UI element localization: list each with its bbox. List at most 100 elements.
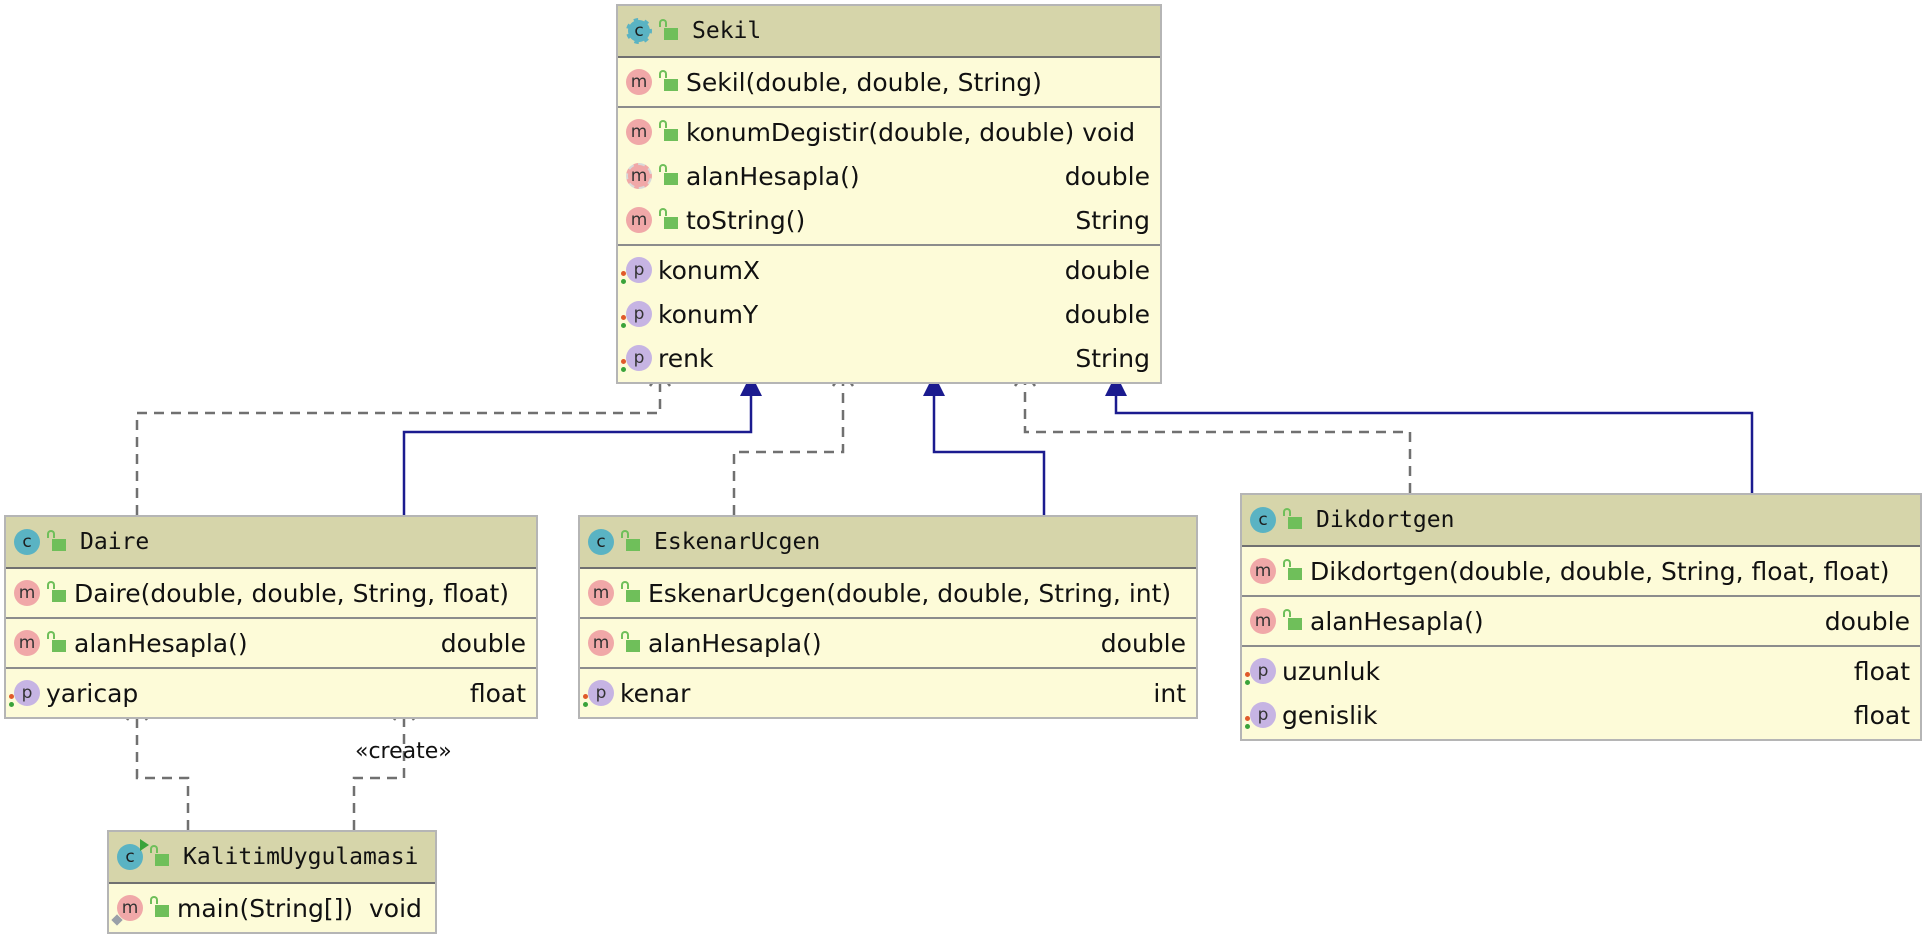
class-icon: c bbox=[14, 529, 40, 555]
member-row[interactable]: m alanHesapla() double bbox=[618, 154, 1160, 198]
member-name: alanHesapla() bbox=[74, 628, 248, 658]
member-row[interactable]: m alanHesapla() double bbox=[580, 621, 1196, 665]
class-header: c Dikdortgen bbox=[1242, 495, 1920, 547]
methods-section: m alanHesapla() double bbox=[1242, 595, 1920, 645]
class-sekil[interactable]: c Sekil m Sekil(double, double, String) … bbox=[616, 4, 1162, 384]
member-row[interactable]: p genislik float bbox=[1242, 693, 1920, 737]
member-name: konumY bbox=[658, 299, 759, 329]
method-icon: m bbox=[588, 580, 614, 606]
class-name: EskenarUcgen bbox=[654, 529, 821, 555]
member-name: alanHesapla() bbox=[686, 161, 860, 191]
member-row[interactable]: m konumDegistir(double, double) void bbox=[618, 110, 1160, 154]
member-row[interactable]: p renk String bbox=[618, 336, 1160, 380]
public-lock-icon bbox=[659, 164, 678, 185]
abstract-method-icon: m bbox=[626, 163, 652, 189]
member-name: main(String[]) bbox=[177, 893, 354, 923]
constructor-section: m Daire(double, double, String, float) bbox=[6, 569, 536, 617]
abstract-class-icon: c bbox=[626, 18, 652, 44]
class-icon: c bbox=[588, 529, 614, 555]
class-header: c Daire bbox=[6, 517, 536, 569]
member-row[interactable]: m Dikdortgen(double, double, String, flo… bbox=[1242, 549, 1920, 593]
member-row[interactable]: m toString() String bbox=[618, 198, 1160, 242]
member-type: String bbox=[1075, 343, 1150, 373]
property-icon: p bbox=[583, 680, 614, 707]
member-row[interactable]: m EskenarUcgen(double, double, String, i… bbox=[580, 571, 1196, 615]
inheritance-eskenarucgen-sekil bbox=[932, 396, 1046, 515]
member-type: void bbox=[369, 893, 422, 923]
class-daire[interactable]: c Daire m Daire(double, double, String, … bbox=[4, 515, 538, 719]
public-lock-icon bbox=[621, 530, 640, 551]
method-icon: m bbox=[14, 580, 40, 606]
method-icon: m bbox=[1250, 558, 1276, 584]
dependency-daire-sekil bbox=[135, 372, 662, 515]
member-row[interactable]: p yaricap float bbox=[6, 671, 536, 715]
member-name: renk bbox=[658, 343, 714, 373]
create-kalitim-daire bbox=[352, 706, 406, 830]
inheritance-dikdortgen-sekil bbox=[1114, 396, 1754, 493]
member-row[interactable]: m Daire(double, double, String, float) bbox=[6, 571, 536, 615]
public-lock-icon bbox=[621, 631, 640, 652]
member-name: Dikdortgen(double, double, String, float… bbox=[1310, 556, 1890, 586]
member-type: double bbox=[1064, 255, 1150, 285]
public-lock-icon bbox=[150, 845, 169, 866]
member-name: Daire(double, double, String, float) bbox=[74, 578, 509, 608]
member-row[interactable]: p konumX double bbox=[618, 248, 1160, 292]
methods-section: m konumDegistir(double, double) void m a… bbox=[618, 106, 1160, 244]
class-name: KalitimUygulamasi bbox=[183, 844, 419, 870]
member-type: float bbox=[469, 678, 526, 708]
constructor-section: m Dikdortgen(double, double, String, flo… bbox=[1242, 547, 1920, 595]
class-header: c KalitimUygulamasi bbox=[109, 832, 435, 884]
member-type: double bbox=[1064, 161, 1150, 191]
class-header: c EskenarUcgen bbox=[580, 517, 1196, 569]
property-icon: p bbox=[1245, 702, 1276, 729]
method-icon: m bbox=[14, 630, 40, 656]
class-dikdortgen[interactable]: c Dikdortgen m Dikdortgen(double, double… bbox=[1240, 493, 1922, 741]
member-name: genislik bbox=[1282, 700, 1378, 730]
member-row[interactable]: m alanHesapla() double bbox=[1242, 599, 1920, 643]
properties-section: p konumX double p konumY double p renk S… bbox=[618, 244, 1160, 382]
dependency-dikdortgen-sekil bbox=[1023, 372, 1412, 493]
methods-section: m alanHesapla() double bbox=[580, 617, 1196, 667]
class-name: Dikdortgen bbox=[1316, 507, 1455, 533]
class-kalitimuygulamasi[interactable]: c KalitimUygulamasi m main(String[]) voi… bbox=[107, 830, 437, 934]
member-name: yaricap bbox=[46, 678, 139, 708]
member-name: alanHesapla() bbox=[1310, 606, 1484, 636]
public-lock-icon bbox=[47, 581, 66, 602]
public-lock-icon bbox=[621, 581, 640, 602]
member-type: double bbox=[440, 628, 526, 658]
public-lock-icon bbox=[1283, 559, 1302, 580]
methods-section: m alanHesapla() double bbox=[6, 617, 536, 667]
member-name: Sekil(double, double, String) bbox=[686, 67, 1042, 97]
member-name: konumDegistir(double, double) bbox=[686, 117, 1075, 147]
member-name: toString() bbox=[686, 205, 806, 235]
public-lock-icon bbox=[659, 120, 678, 141]
member-row[interactable]: m main(String[]) void bbox=[109, 886, 435, 930]
property-icon: p bbox=[1245, 658, 1276, 685]
public-lock-icon bbox=[659, 70, 678, 91]
properties-section: p yaricap float bbox=[6, 667, 536, 717]
class-name: Sekil bbox=[692, 18, 762, 44]
static-method-icon: m bbox=[117, 895, 143, 921]
member-row[interactable]: p kenar int bbox=[580, 671, 1196, 715]
public-lock-icon bbox=[47, 530, 66, 551]
member-name: konumX bbox=[658, 255, 761, 285]
method-icon: m bbox=[588, 630, 614, 656]
class-eskenarucgen[interactable]: c EskenarUcgen m EskenarUcgen(double, do… bbox=[578, 515, 1198, 719]
member-type: void bbox=[1082, 117, 1136, 147]
member-type: double bbox=[1100, 628, 1186, 658]
runnable-class-icon: c bbox=[117, 839, 149, 870]
member-row[interactable]: p uzunluk float bbox=[1242, 649, 1920, 693]
member-row[interactable]: p konumY double bbox=[618, 292, 1160, 336]
member-name: alanHesapla() bbox=[648, 628, 822, 658]
property-icon: p bbox=[621, 257, 652, 284]
class-name: Daire bbox=[80, 529, 150, 555]
member-row[interactable]: m alanHesapla() double bbox=[6, 621, 536, 665]
member-name: uzunluk bbox=[1282, 656, 1380, 686]
member-row[interactable]: m Sekil(double, double, String) bbox=[618, 60, 1160, 104]
member-name: kenar bbox=[620, 678, 691, 708]
methods-section: m main(String[]) void bbox=[109, 884, 435, 932]
public-lock-icon bbox=[1283, 609, 1302, 630]
property-icon: p bbox=[9, 680, 40, 707]
method-icon: m bbox=[626, 119, 652, 145]
